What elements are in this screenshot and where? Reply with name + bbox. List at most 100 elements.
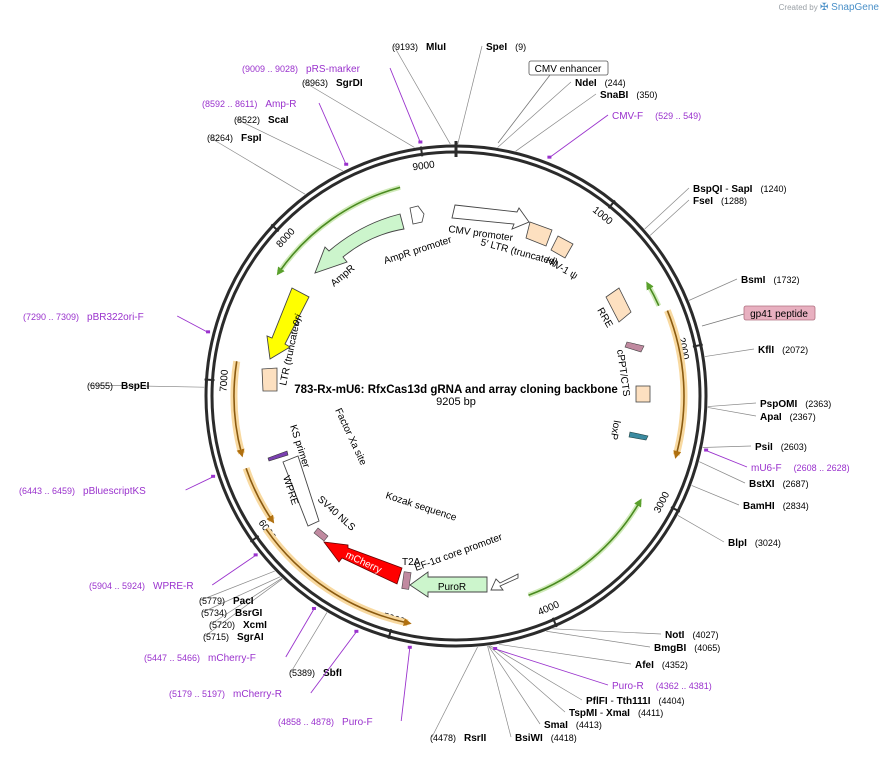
site-leader (303, 81, 415, 148)
cmv-enhancer-label: CMV enhancer (535, 64, 602, 75)
site-leader (488, 645, 541, 725)
primer-mcherry-f: (5447 .. 5466)mCherry-F (144, 653, 256, 664)
primer-site-marker (704, 448, 709, 452)
cmv-enhancer-leader (497, 74, 551, 144)
site-pflfi: PflFI - Tth111I(4404) (586, 696, 684, 707)
plasmid-title: 783-Rx-mU6: RfxCas13d gRNA and array clo… (294, 384, 618, 396)
site-sgrdi: (8963)SgrDI (302, 78, 363, 89)
site-afei: AfeI(4352) (635, 660, 688, 671)
wpre-box (282, 455, 320, 527)
green-arc-3 (276, 186, 401, 276)
site-leader (490, 645, 583, 701)
primer-site-marker (211, 474, 216, 478)
cmv-promoter-arrow (451, 204, 530, 230)
tick-label-4000: 4000 (536, 599, 561, 618)
site-leader (290, 612, 328, 673)
green-arc-2 (528, 498, 642, 596)
site-leader (431, 646, 478, 738)
primer-leader (318, 102, 347, 165)
site-leader (515, 93, 597, 152)
site-paci: (5779)PacI (199, 596, 254, 607)
site-ndei: NdeI(244) (575, 78, 626, 89)
orf-arc-4 (233, 361, 245, 458)
site-bspei: (6955)BspEI (87, 381, 150, 392)
site-bmgbi: BmgBI(4065) (654, 643, 720, 654)
site-leader (649, 199, 690, 236)
site-xcmi: (5720)XcmI (209, 620, 267, 631)
site-leader (497, 81, 572, 148)
tick-1000 (607, 199, 616, 209)
primer-site-marker (418, 140, 423, 144)
primer-site-marker (311, 606, 316, 610)
feature-arcs (230, 184, 688, 627)
tick-5000 (387, 628, 393, 640)
created-by-credit: Created by ✠ SnapGene (779, 2, 879, 13)
primer-pbr322ori-f: (7290 .. 7309)pBR322ori-F (23, 312, 144, 323)
site-leader (546, 630, 651, 648)
tick-4000 (551, 617, 558, 628)
primer-leader (400, 647, 411, 722)
created-by-text: Created by (778, 3, 818, 12)
cmv-enhancer-box (528, 60, 609, 76)
ampr-arrow (314, 213, 405, 274)
site-tspmi: TspMI - XmaI(4411) (569, 708, 663, 719)
site-leader (704, 348, 755, 357)
site-leader (707, 407, 757, 417)
primer-mu6-f: mU6-F(2608 .. 2628) (751, 463, 850, 474)
ltr5-box (525, 221, 553, 247)
orf-arc-3-glow (242, 467, 275, 523)
hiv-psi-label: HIV-1 ψ (544, 255, 580, 282)
site-smai: SmaI(4413) (544, 720, 602, 731)
factor-xa-label: Factor Xa site (332, 407, 368, 468)
site-pspomi: PspOMI(2363) (760, 399, 831, 410)
site-leader (487, 645, 512, 738)
site-apai: ApaI(2367) (760, 412, 816, 423)
primer-wpre-r: (5904 .. 5924)WPRE-R (89, 581, 194, 592)
site-noti: NotI(4027) (665, 630, 718, 641)
primer-cmv-f: CMV-F(529 .. 549) (612, 111, 701, 122)
loxp-label: loxP (608, 419, 622, 440)
plasmid-size: 9205 bp (436, 396, 476, 408)
primer-pbluescriptks: (6443 .. 6459)pBluescriptKS (19, 486, 146, 497)
tick-3000 (670, 506, 681, 513)
primer-site-marker (493, 646, 498, 650)
sv40-box (313, 527, 329, 542)
site-leader (457, 45, 483, 145)
sv40-label: SV40 NLS (315, 494, 357, 534)
site-leader (210, 577, 283, 625)
tick-9000 (419, 146, 424, 157)
puror-arrow (409, 571, 488, 598)
mcherry-arrow (323, 541, 403, 585)
site-spei: SpeI(9) (486, 42, 526, 53)
rre-label: RRE (594, 306, 614, 330)
site-leader (200, 570, 275, 601)
tick-label-7000: 7000 (218, 369, 230, 392)
primer-puro-f: (4858 .. 4878)Puro-F (278, 717, 373, 728)
tick-7000 (204, 378, 215, 382)
ltr3-box (261, 367, 278, 392)
site-snabi: SnaBI(350) (600, 90, 657, 101)
ef1a-label: EF-1α core promoter (413, 532, 504, 574)
site-leader (707, 402, 757, 407)
kozak-label: Kozak sequence (384, 490, 458, 523)
primer-leader (185, 476, 214, 491)
t2a-label: T2A (402, 557, 421, 568)
t2a-box (401, 571, 412, 590)
ori-arrow (266, 287, 310, 360)
primer-leader (389, 67, 421, 143)
primer-site-marker (344, 162, 349, 166)
site-bstxi: BstXI(2687) (749, 479, 809, 490)
gp41-box (743, 305, 816, 321)
site-leader (498, 643, 632, 665)
ks-primer-marker (267, 450, 289, 462)
primer-amp-r: (8592 .. 8611)Amp-R (202, 99, 297, 110)
site-leader (691, 485, 740, 506)
primer-leader (549, 114, 609, 159)
tick-label-9000: 9000 (412, 159, 436, 173)
primer-site-marker (253, 553, 258, 557)
snapgene-logo: ✠ SnapGene (820, 2, 879, 13)
site-kfli: KflI(2072) (758, 345, 808, 356)
primer-leader (495, 648, 609, 686)
primer-prs-marker: (9009 .. 9028)pRS-marker (242, 64, 361, 75)
